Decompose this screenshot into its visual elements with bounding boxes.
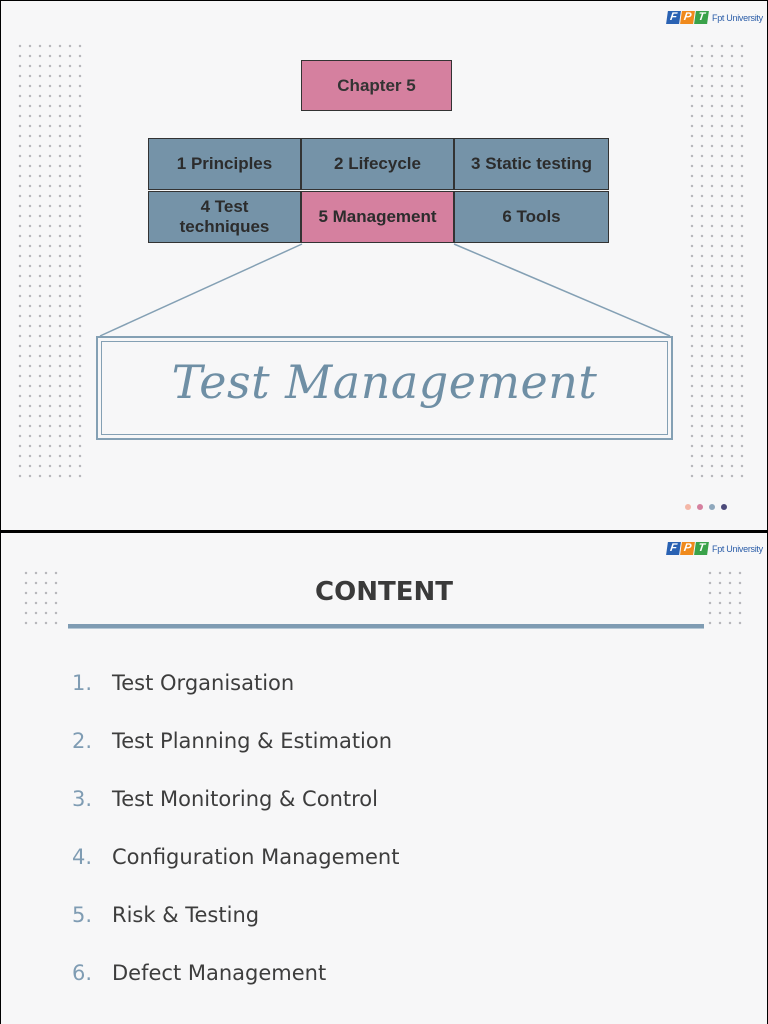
- list-item-number: 3.: [72, 787, 93, 811]
- indicator-dot: [685, 504, 691, 510]
- topic-test-techniques: 4 Test techniques: [148, 191, 301, 243]
- logo-university-text: Fpt University: [712, 543, 763, 554]
- list-item: 6. Defect Management: [72, 961, 399, 1019]
- list-item: 5. Risk & Testing: [72, 903, 399, 961]
- slide-content: F P T Fpt University CONTENT 1. Test Orga…: [1, 533, 767, 1024]
- logo-tile-f: F: [666, 542, 681, 555]
- list-item-number: 5.: [72, 903, 93, 927]
- topic-tools: 6 Tools: [454, 191, 609, 243]
- fpt-university-logo: F P T Fpt University: [666, 542, 763, 555]
- list-item-text: Test Planning & Estimation: [112, 729, 393, 753]
- list-item-number: 4.: [72, 845, 93, 869]
- zoom-callout-lines: [99, 243, 671, 337]
- dot-pattern-right: [687, 41, 749, 481]
- list-item-text: Risk & Testing: [112, 903, 260, 927]
- content-list: 1. Test Organisation 2. Test Planning & Es…: [72, 671, 399, 1019]
- topic-principles: 1 Principles: [148, 138, 301, 190]
- topic-static-testing: 3 Static testing: [454, 138, 609, 190]
- logo-tile-t: T: [694, 542, 709, 555]
- content-heading: CONTENT: [315, 577, 453, 607]
- list-item: 2. Test Planning & Estimation: [72, 729, 399, 787]
- list-item-number: 1.: [72, 671, 93, 695]
- indicator-dot: [709, 504, 715, 510]
- list-item-number: 6.: [72, 961, 93, 985]
- chapter-title-box: Test Management: [96, 336, 673, 440]
- list-item-text: Test Organisation: [112, 671, 295, 695]
- indicator-dot: [721, 504, 727, 510]
- dot-pattern-right: [705, 568, 747, 630]
- indicator-dot: [697, 504, 703, 510]
- topic-lifecycle: 2 Lifecycle: [301, 138, 454, 190]
- list-item-text: Defect Management: [112, 961, 327, 985]
- topic-management: 5 Management: [301, 191, 454, 243]
- slide-chapter-5: F P T Fpt University Chapter 5 1 Princip…: [1, 1, 767, 530]
- list-item: 4. Configuration Management: [72, 845, 399, 903]
- chapter-title: Test Management: [171, 355, 598, 409]
- dot-pattern-left: [21, 568, 63, 630]
- heading-underline: [68, 624, 704, 629]
- list-item-text: Configuration Management: [112, 845, 400, 869]
- list-item: 1. Test Organisation: [72, 671, 399, 729]
- list-item-text: Test Monitoring & Control: [112, 787, 378, 811]
- list-item: 3. Test Monitoring & Control: [72, 787, 399, 845]
- fpt-university-logo: F P T Fpt University: [666, 11, 763, 24]
- list-item-number: 2.: [72, 729, 93, 753]
- dot-pattern-left: [15, 41, 87, 481]
- slide-indicator-dots: [685, 504, 727, 510]
- logo-university-text: Fpt University: [712, 12, 763, 23]
- chapter-label: Chapter 5: [301, 60, 452, 111]
- logo-tile-p: P: [680, 542, 695, 555]
